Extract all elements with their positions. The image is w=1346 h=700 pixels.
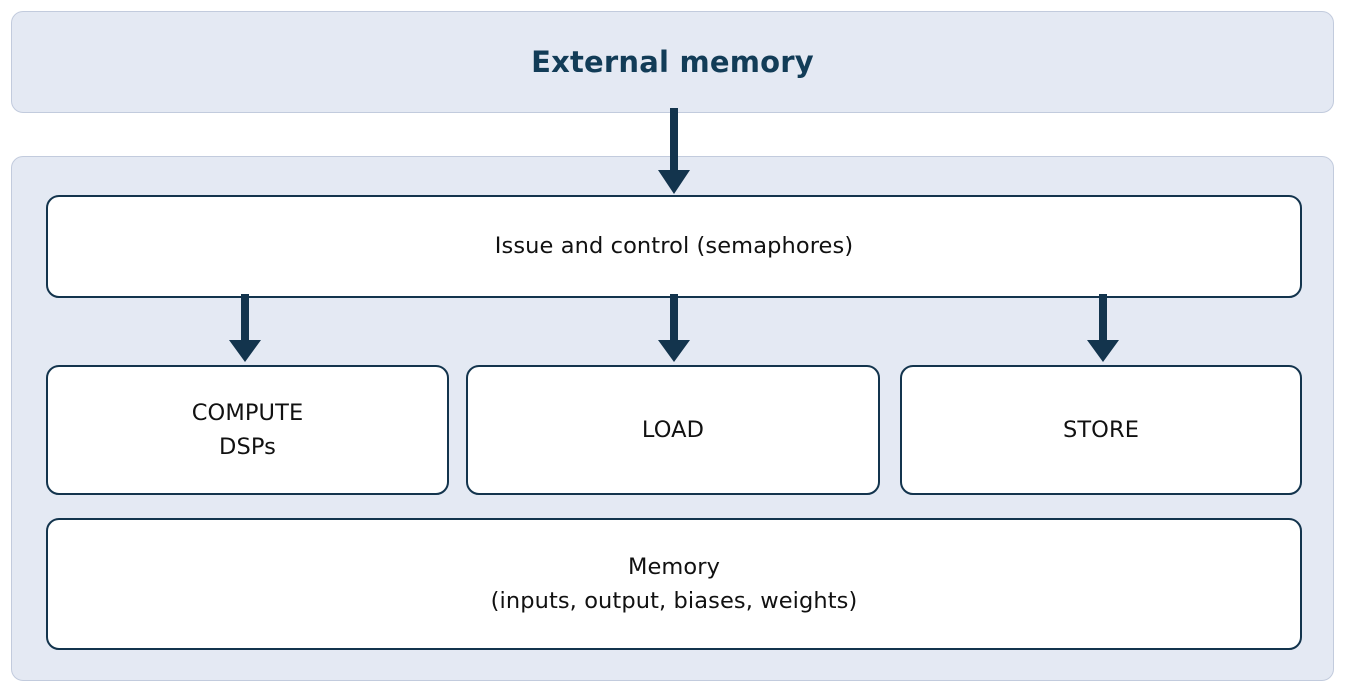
load-box: LOAD (466, 365, 880, 495)
external-memory-label: External memory (531, 45, 814, 79)
arrow-issue-control-to-compute (229, 294, 261, 362)
memory-box: Memory (inputs, output, biases, weights) (46, 518, 1302, 650)
arrow-issue-control-to-store (1087, 294, 1119, 362)
compute-dsps-box: COMPUTE DSPs (46, 365, 449, 495)
load-label: LOAD (641, 416, 705, 443)
store-label: STORE (1062, 416, 1140, 443)
arrow-external-memory-to-issue-control (658, 108, 690, 194)
memory-label: Memory (inputs, output, biases, weights) (490, 553, 858, 614)
external-memory-panel (11, 11, 1334, 113)
store-box: STORE (900, 365, 1302, 495)
issue-and-control-label: Issue and control (semaphores) (494, 233, 854, 260)
arrow-issue-control-to-load (658, 294, 690, 362)
compute-dsps-label: COMPUTE DSPs (191, 399, 304, 460)
issue-and-control-box: Issue and control (semaphores) (46, 195, 1302, 298)
